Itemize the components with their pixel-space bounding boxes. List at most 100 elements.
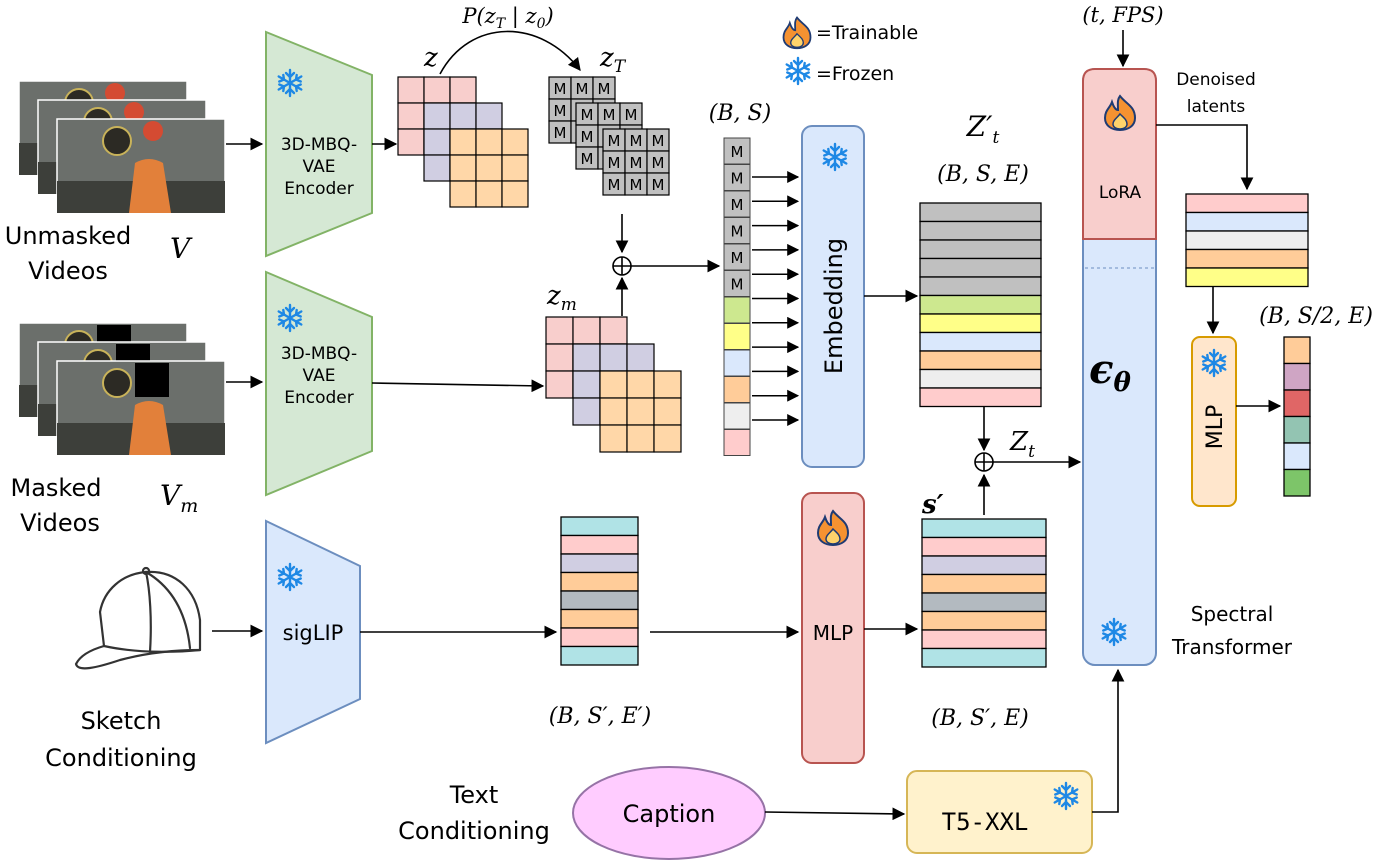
stack-row xyxy=(919,331,1042,352)
latent-cell xyxy=(626,424,655,453)
stack-row xyxy=(560,645,639,666)
stack-row xyxy=(919,202,1042,223)
mask-token: M xyxy=(598,80,611,98)
oplus-combine-1 xyxy=(612,256,632,276)
siglip-shape: (B, S′, E′) xyxy=(549,704,651,729)
mask-token: M xyxy=(731,223,744,241)
latent-cell xyxy=(475,180,503,208)
latent-cell xyxy=(599,316,628,345)
stack-row xyxy=(921,592,1047,613)
token-arrows xyxy=(752,171,800,426)
latent-cell xyxy=(572,343,601,372)
unmasked-label-line1: Unmasked xyxy=(5,222,131,250)
output-mlp-label: MLP xyxy=(1203,405,1228,450)
stack-row xyxy=(919,276,1042,297)
latent-cell xyxy=(572,397,601,426)
latent-cell xyxy=(423,154,451,182)
arrow-caption-to-t5 xyxy=(764,807,906,821)
video-frame xyxy=(56,360,226,456)
vae-top-line2: VAE xyxy=(303,157,336,177)
token-cell xyxy=(723,296,751,324)
spectral-transformer: LoRA ϵθ xyxy=(1082,68,1157,666)
mask-token: M xyxy=(608,176,621,194)
t5-block: T5-XXL xyxy=(906,770,1093,854)
mask-token: M xyxy=(630,132,643,150)
arrow-vae-to-zm xyxy=(371,379,545,393)
mask-token: M xyxy=(731,170,744,188)
latent-cell xyxy=(423,76,451,104)
latent-cell xyxy=(599,397,628,426)
stack-row xyxy=(919,257,1042,278)
stack-row xyxy=(1185,211,1309,232)
stack-row xyxy=(1283,389,1311,418)
output-shape: (B, S/2, E) xyxy=(1259,304,1373,329)
zt-label: Zt xyxy=(1009,427,1035,462)
mask-token: M xyxy=(581,150,594,168)
vae-bottom-line1: 3D-MBQ- xyxy=(281,344,357,364)
stack-row xyxy=(919,387,1042,408)
zt-prime-label: Z′t xyxy=(966,110,1000,148)
latent-cell xyxy=(397,102,425,130)
mask-token: M xyxy=(608,132,621,150)
token-cell xyxy=(723,137,751,165)
token-cell xyxy=(723,217,751,244)
caption-label: Caption xyxy=(623,800,716,828)
zm-label: zm xyxy=(546,281,577,315)
latent-cell xyxy=(545,343,574,372)
latent-cell xyxy=(475,154,503,182)
mask-token: M xyxy=(608,154,621,172)
legend-frozen: =Frozen xyxy=(816,63,894,85)
latent-cell xyxy=(545,370,574,399)
siglip-label: sigLIP xyxy=(283,621,344,645)
flame-icon xyxy=(782,16,812,50)
vae-bottom-line2: VAE xyxy=(303,366,336,386)
stack-row xyxy=(560,553,639,574)
video-frame xyxy=(56,118,226,214)
stack-row xyxy=(919,368,1042,389)
cond-label: (t, FPS) xyxy=(1082,3,1163,27)
latent-cell xyxy=(626,343,655,372)
latent-cell xyxy=(572,370,601,399)
latent-cell xyxy=(599,370,628,399)
cap-sketch-icon xyxy=(74,566,202,670)
latent-cell xyxy=(449,154,477,182)
stack-row xyxy=(560,627,639,648)
text-label-line2: Conditioning xyxy=(398,817,550,845)
masked-symbol: Vm xyxy=(160,479,198,517)
latent-zT-grid: MMMMMMMMMMMMMMMMMMMMMMMMMMM xyxy=(548,76,670,196)
latent-cell xyxy=(475,102,503,130)
legend-trainable: =Trainable xyxy=(816,22,918,44)
mask-token: M xyxy=(603,106,616,124)
transformer-name-line2: Transformer xyxy=(1171,635,1293,659)
latent-cell xyxy=(501,180,529,208)
latent-cell xyxy=(599,343,628,372)
latent-cell xyxy=(572,316,601,345)
latent-cell xyxy=(397,128,425,156)
stack-row xyxy=(560,571,639,592)
latent-z-grid xyxy=(397,76,529,208)
masked-label-line1: Masked xyxy=(11,474,102,502)
denoised-line2: latents xyxy=(1187,97,1246,117)
latent-cell xyxy=(449,102,477,130)
s-prime-stack xyxy=(921,518,1047,668)
stack-row xyxy=(1283,415,1311,444)
arrow-lora-to-denoised xyxy=(1156,124,1254,191)
sketch-label-line2: Conditioning xyxy=(45,744,197,772)
latent-cell xyxy=(449,128,477,156)
transition-label: P(zT | z0) xyxy=(461,4,553,32)
zT-label: zT xyxy=(599,43,627,77)
mask-token: M xyxy=(581,106,594,124)
token-cell xyxy=(723,323,751,350)
stack-row xyxy=(1283,336,1311,365)
latent-cell xyxy=(646,172,670,196)
stack-row xyxy=(560,590,639,611)
stack-row xyxy=(921,573,1047,594)
latent-cell xyxy=(599,424,628,453)
latent-cell xyxy=(423,128,451,156)
vae-encoder-top: 3D-MBQ- VAE Encoder xyxy=(265,30,373,258)
stack-row xyxy=(1283,362,1311,391)
stack-row xyxy=(921,555,1047,576)
token-cell xyxy=(723,243,751,271)
mask-token: M xyxy=(652,132,665,150)
